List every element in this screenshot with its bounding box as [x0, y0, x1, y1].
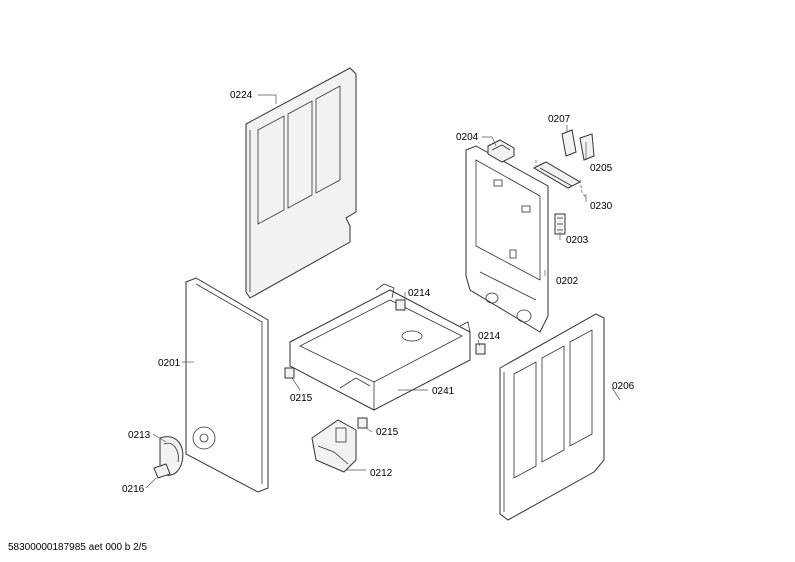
label-0230: 0230: [590, 201, 613, 212]
leader-lines: [145, 94, 621, 489]
part-filter-small: [561, 129, 595, 161]
label-0204: 0204: [456, 132, 479, 143]
label-0201: 0201: [158, 358, 181, 369]
label-0214-top: 0214: [408, 288, 431, 299]
part-foot-a: [284, 367, 295, 379]
part-connector: [554, 213, 566, 235]
label-0215-bottom: 0215: [376, 427, 399, 438]
part-foot-d: [357, 417, 368, 429]
label-0203: 0203: [566, 235, 589, 246]
part-left-side-panel: [185, 277, 269, 493]
label-0206: 0206: [612, 381, 635, 392]
part-pump-housing: [311, 419, 357, 473]
document-reference: 58300000187985 aet 000 b 2/5: [8, 542, 148, 553]
label-0212: 0212: [370, 468, 393, 479]
label-0207: 0207: [548, 114, 571, 125]
label-0202: 0202: [556, 276, 579, 287]
label-0224: 0224: [230, 90, 253, 101]
part-foot-c: [475, 343, 486, 355]
part-base-frame: [289, 283, 471, 411]
label-0213: 0213: [128, 430, 151, 441]
label-0214-right: 0214: [478, 331, 501, 342]
part-foot-b: [395, 299, 406, 311]
label-0241: 0241: [432, 386, 455, 397]
part-clamp: [153, 463, 171, 479]
part-back-panel: [245, 67, 357, 299]
part-top-bracket: [487, 139, 515, 163]
part-right-side-panel: [499, 313, 605, 521]
label-0216: 0216: [122, 484, 145, 495]
label-0215-left: 0215: [290, 393, 313, 404]
label-0205: 0205: [590, 163, 613, 174]
part-rear-frame: [465, 145, 549, 333]
